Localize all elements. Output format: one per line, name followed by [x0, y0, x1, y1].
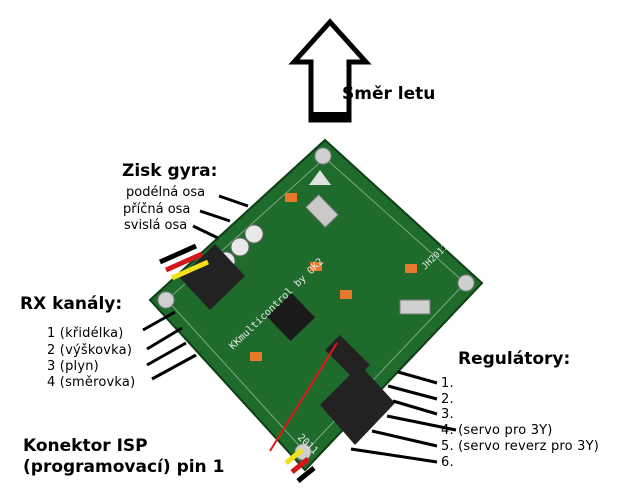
- gyro-pot-roll: [244, 224, 264, 244]
- regulator-6: 6.: [441, 455, 454, 470]
- isp-pointer-line: [269, 342, 338, 452]
- regulators-title: Regulátory:: [458, 349, 571, 369]
- crystal: [399, 299, 431, 315]
- isp-label-line1: Konektor ISP: [23, 436, 148, 456]
- mounting-hole: [457, 274, 475, 292]
- capacitor: [405, 264, 417, 273]
- capacitor: [310, 262, 322, 271]
- flight-direction-arrow: [288, 18, 372, 123]
- regulator-header-block: [320, 365, 395, 445]
- capacitor: [340, 290, 352, 299]
- microcontroller-chip: [266, 292, 316, 342]
- capacitor: [250, 352, 262, 361]
- crystal: [305, 193, 339, 229]
- rx-leader-lines: [142, 310, 197, 381]
- rx-channel-4: 4 (směrovka): [47, 375, 136, 390]
- pcb-board: [148, 138, 484, 472]
- gyro-axis-pitch: příčná osa: [123, 202, 191, 217]
- rx-channels-title: RX kanály:: [20, 294, 123, 314]
- regulator-4: 4. (servo pro 3Y): [441, 423, 553, 438]
- isp-wire-stub: [284, 448, 316, 483]
- gyro-gain-title: Zisk gyra:: [122, 161, 218, 181]
- rx-header-block: [180, 244, 245, 310]
- regulator-5: 5. (servo reverz pro 3Y): [441, 439, 600, 454]
- gyro-axis-roll: podélná osa: [126, 185, 206, 200]
- gyro-pot-pitch: [230, 237, 250, 257]
- isp-label-line2: (programovací) pin 1: [23, 457, 225, 477]
- direction-label: Směr letu: [342, 84, 436, 104]
- rx-channel-3: 3 (plyn): [47, 359, 99, 374]
- front-marker: [309, 170, 331, 185]
- gyro-axis-yaw: svislá osa: [124, 218, 188, 233]
- gyro-leader-lines: [192, 194, 249, 240]
- mounting-hole: [157, 291, 175, 309]
- rx-channel-2: 2 (výškovka): [47, 343, 133, 358]
- regulator-2: 2.: [441, 392, 454, 407]
- mounting-hole: [314, 147, 332, 165]
- left-wire-stub: [158, 243, 210, 281]
- isp-header: [325, 335, 370, 380]
- regulator-1: 1.: [441, 376, 454, 391]
- capacitor: [285, 193, 297, 202]
- regulator-3: 3.: [441, 407, 454, 422]
- rx-channel-1: 1 (křidélka): [47, 326, 124, 341]
- regulator-leader-lines: [350, 370, 457, 464]
